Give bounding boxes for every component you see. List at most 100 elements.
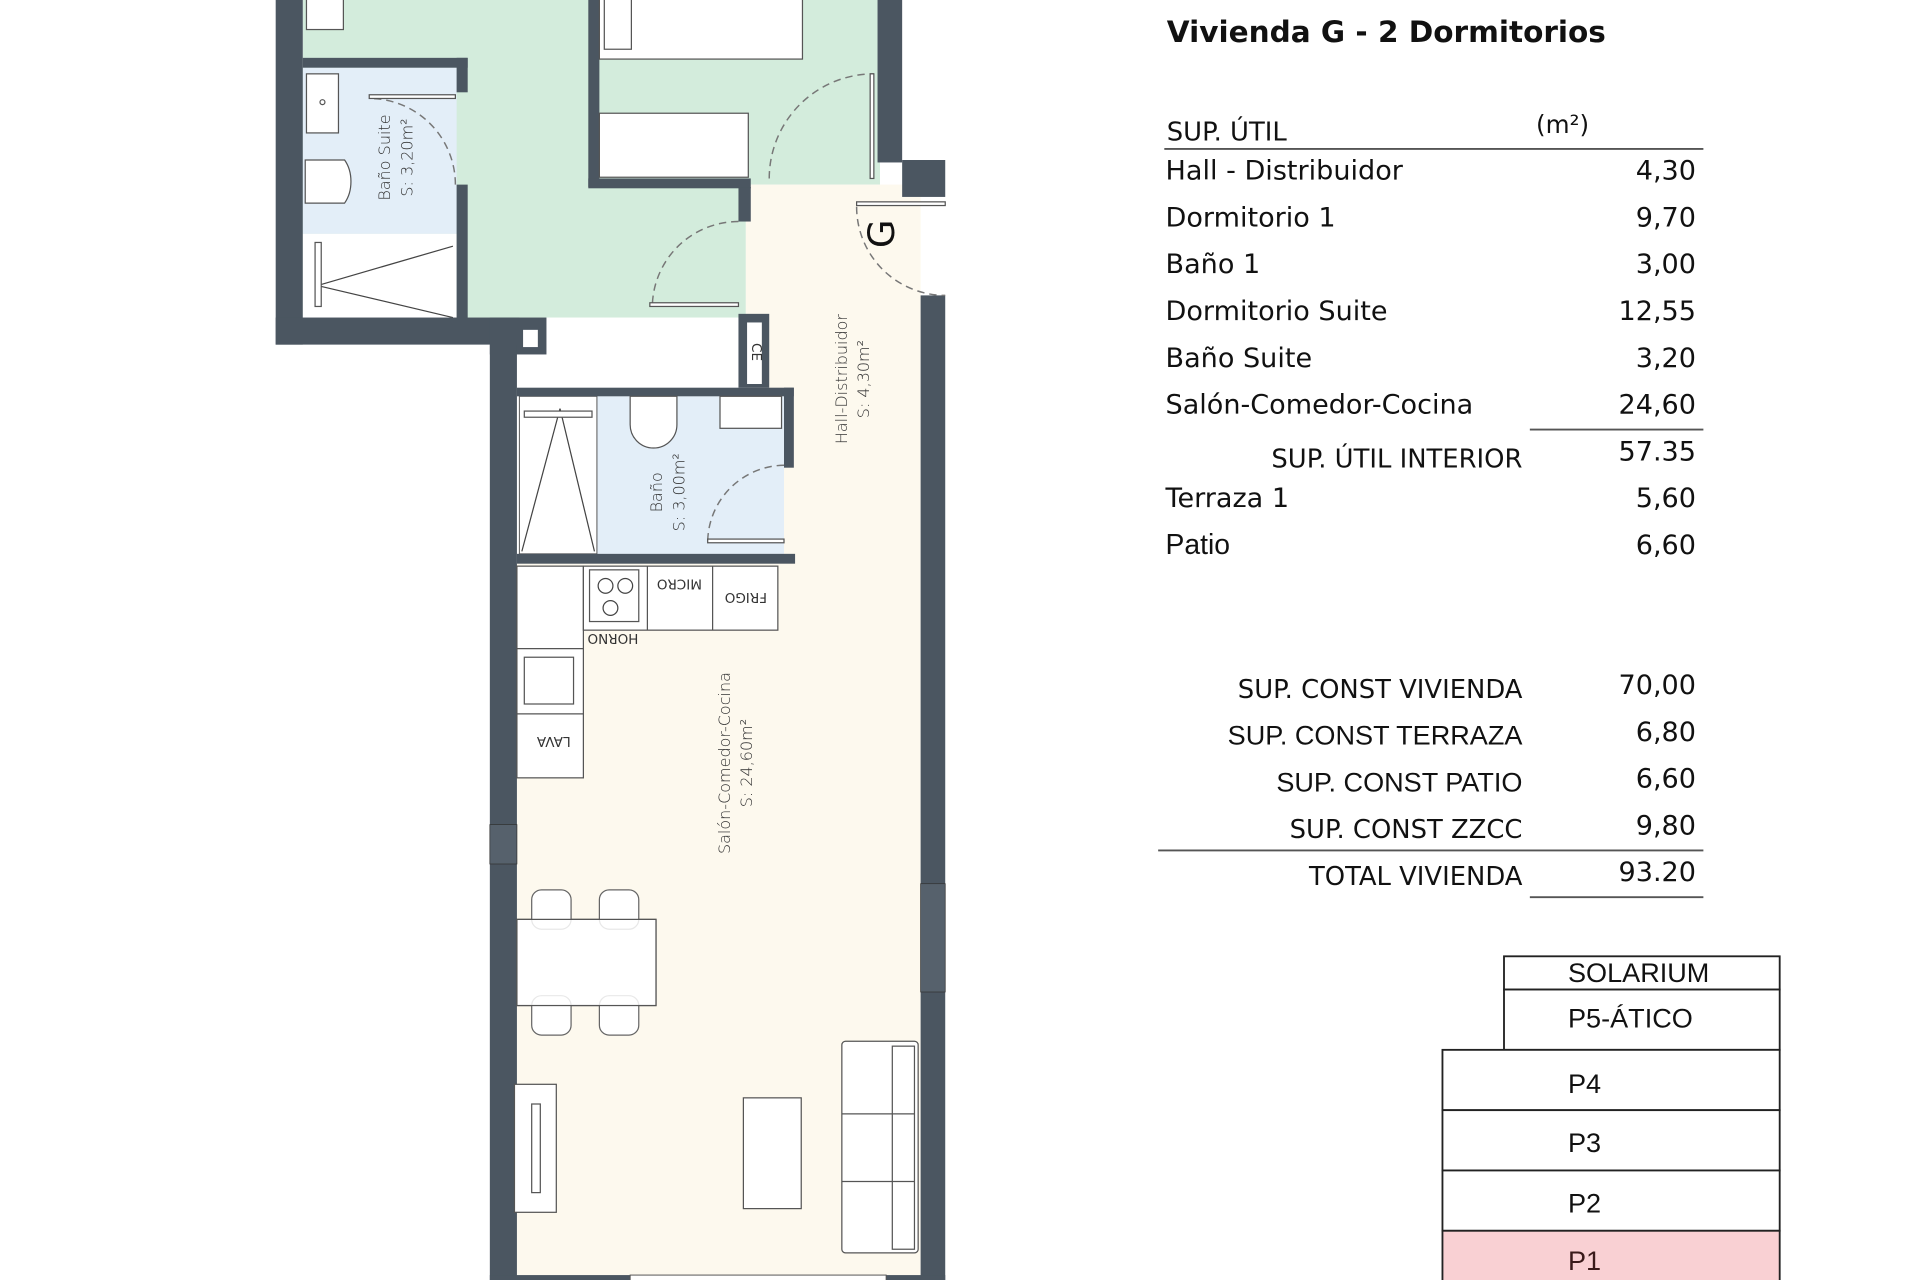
area-table: Vivienda G - 2 Dormitorios SUP. ÚTIL (m²… xyxy=(1158,15,1704,899)
row-label: Baño 1 xyxy=(1166,249,1261,280)
sink-drain xyxy=(319,99,326,106)
interior-label: SUP. ÚTIL INTERIOR xyxy=(1271,443,1522,475)
toilet-suite xyxy=(304,159,352,204)
row-label: SUP. CONST ZZCC xyxy=(1290,815,1523,845)
door-swing-suite xyxy=(651,220,739,308)
door-swing-suite-bath xyxy=(369,97,457,185)
frigo-label: FRIGO xyxy=(725,589,767,605)
horno-label: HORNO xyxy=(587,630,638,646)
floor-label: P1 xyxy=(1568,1245,1601,1276)
floor-labels: SOLARIUM P5-ÁTICO P4 P3 P2 P1 xyxy=(1568,957,1709,1276)
row-label: SUP. CONST VIVIENDA xyxy=(1238,675,1523,705)
coffee-table xyxy=(742,1097,802,1210)
closet-area xyxy=(516,322,739,391)
total-label: TOTAL VIVIENDA xyxy=(1308,862,1523,892)
constructed-rows: SUP. CONST VIVIENDA 70,00 SUP. CONST TER… xyxy=(1228,670,1696,845)
row-value: 70,00 xyxy=(1619,670,1696,701)
row-value: 12,55 xyxy=(1619,296,1696,327)
terraza-value: 5,60 xyxy=(1636,483,1696,514)
shower xyxy=(518,395,598,555)
wall xyxy=(784,387,794,468)
floor-label: P2 xyxy=(1568,1187,1601,1218)
wall xyxy=(516,387,794,397)
table-header-label: SUP. ÚTIL xyxy=(1167,115,1288,147)
hob-ring xyxy=(597,577,614,594)
page-title: Vivienda G - 2 Dormitorios xyxy=(1167,15,1606,49)
wall xyxy=(275,0,303,345)
hob-ring xyxy=(602,600,619,616)
room-name-salon: Salón-Comedor-Cocina xyxy=(715,672,734,854)
sink xyxy=(719,395,783,429)
wall xyxy=(588,178,751,189)
floor-label: P5-ÁTICO xyxy=(1568,1003,1693,1034)
room-name-hall: Hall-Distribuidor xyxy=(832,314,851,445)
ce-closet xyxy=(747,322,762,384)
window xyxy=(920,883,946,993)
table-header-unit: (m²) xyxy=(1536,110,1589,139)
dining-table-top xyxy=(516,918,657,1007)
floor-p3 xyxy=(1441,1109,1781,1172)
wardrobe xyxy=(598,112,749,178)
shower-tray-lines xyxy=(521,408,596,552)
wall xyxy=(920,295,946,1280)
wall xyxy=(456,57,468,93)
wall xyxy=(588,0,600,188)
tv xyxy=(531,1103,541,1194)
row-label: Salón-Comedor-Cocina xyxy=(1166,390,1474,421)
kitchen-sink xyxy=(523,656,575,705)
row-value: 9,70 xyxy=(1636,202,1696,233)
patio-label: Patio xyxy=(1166,528,1231,560)
row-value: 6,60 xyxy=(1636,764,1696,795)
row-value: 6,80 xyxy=(1636,717,1696,748)
wall xyxy=(302,57,468,68)
row-value: 3,00 xyxy=(1636,249,1696,280)
patio-value: 6,60 xyxy=(1636,530,1696,561)
room-area-hall: S: 4,30m² xyxy=(854,340,873,418)
row-label: SUP. CONST PATIO xyxy=(1276,766,1522,797)
room-area-bano: S: 3,00m² xyxy=(669,453,688,531)
floor-p2 xyxy=(1441,1169,1781,1232)
floor-p4 xyxy=(1441,1048,1781,1112)
shower-screen-suite xyxy=(314,241,322,308)
lava-label: LAVA xyxy=(536,733,571,749)
sink-suite xyxy=(305,73,340,134)
room-area-bano-suite: S: 3,20m² xyxy=(397,118,416,196)
row-value: 4,30 xyxy=(1636,156,1696,187)
room-name-bano: Baño xyxy=(647,472,666,512)
floor-p1 xyxy=(1441,1229,1781,1280)
door-leaf xyxy=(707,538,785,544)
floor-label: SOLARIUM xyxy=(1568,957,1709,988)
toilet xyxy=(629,395,678,449)
door-leaf xyxy=(649,302,740,308)
hob-ring xyxy=(617,577,634,594)
wall xyxy=(275,317,520,345)
door-swing-bath xyxy=(706,464,785,542)
row-value: 9,80 xyxy=(1636,810,1696,841)
door-leaf xyxy=(368,94,456,100)
row-label: Dormitorio Suite xyxy=(1166,296,1388,327)
row-label: Dormitorio 1 xyxy=(1166,202,1336,233)
door-leaf xyxy=(869,73,875,180)
wall xyxy=(902,160,946,197)
terraza-label: Terraza 1 xyxy=(1165,483,1290,514)
pillow xyxy=(603,0,632,50)
window-bottom xyxy=(629,1274,887,1280)
ce-label: CE xyxy=(748,343,764,361)
micro-label: MICRO xyxy=(657,576,702,592)
floor-label: P4 xyxy=(1568,1068,1601,1099)
shower-suite-lines xyxy=(317,245,454,319)
floor-label: P3 xyxy=(1568,1127,1601,1158)
door-leaf xyxy=(856,201,946,207)
entrance-mark: G xyxy=(860,220,903,249)
wall xyxy=(456,184,468,320)
wall xyxy=(738,187,751,222)
interior-value: 57.35 xyxy=(1619,436,1696,467)
wall xyxy=(489,344,517,1280)
shower-screen xyxy=(523,410,593,418)
row-label: Baño Suite xyxy=(1166,343,1313,374)
sofa-back xyxy=(891,1045,916,1250)
hob xyxy=(588,569,640,623)
wall xyxy=(516,553,796,564)
door-swing-bedroom1 xyxy=(768,73,874,179)
